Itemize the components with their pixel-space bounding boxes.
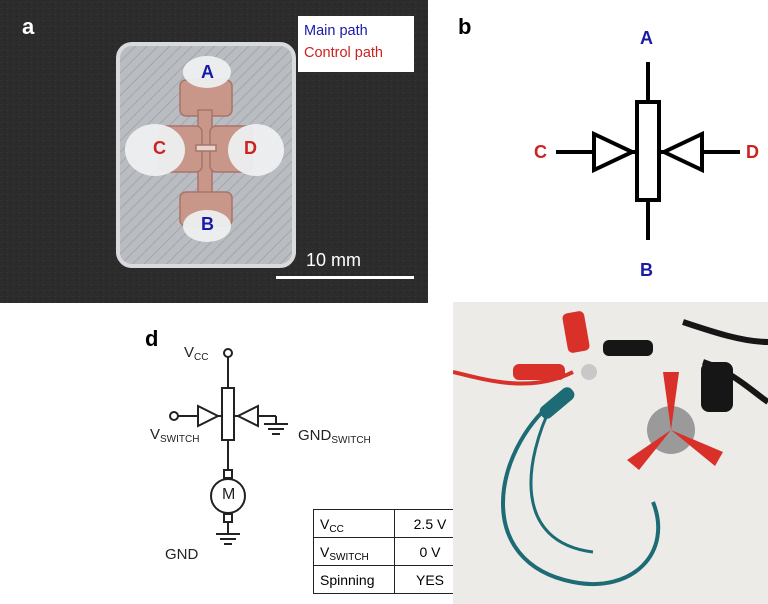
vcc-label: VCC (184, 344, 209, 363)
gndswitch-main: GND (298, 427, 332, 444)
motor-circuit (169, 348, 288, 545)
table-row: VCC 2.5 V (313, 509, 466, 538)
table-row: Spinning YES (313, 565, 466, 594)
table-key: VSWITCH (313, 537, 395, 566)
table-key: Spinning (313, 565, 395, 594)
scale-bar-label: 10 mm (306, 250, 362, 270)
state-table: VCC 2.5 V VSWITCH 0 V Spinning YES (313, 509, 466, 594)
vswitch-label: VSWITCH (150, 426, 200, 445)
motor-label: M (222, 486, 236, 503)
panel-label-d: d (145, 326, 159, 351)
table-row: VSWITCH 0 V (313, 537, 466, 566)
symbol-terminal-d: D (746, 142, 759, 162)
legend-main-path: Main path (304, 23, 368, 39)
symbol-terminal-b: B (640, 260, 653, 280)
gndswitch-label: GNDSWITCH (298, 427, 371, 446)
key-sub: SWITCH (329, 551, 369, 563)
key-main: V (320, 515, 330, 532)
legend: Main path Control path (298, 16, 414, 72)
symbol-terminal-a: A (640, 28, 653, 48)
photo-terminal-d: D (244, 138, 257, 158)
key-main: V (320, 543, 330, 560)
table-key: VCC (313, 509, 395, 538)
vcc-main: V (184, 344, 195, 361)
symbol-terminal-c: C (534, 142, 547, 162)
motor-setup-photo (453, 302, 768, 604)
vswitch-sub: SWITCH (160, 434, 200, 445)
key-sub: CC (329, 523, 344, 535)
panel-label-b: b (458, 14, 472, 39)
transistor-symbol (556, 62, 740, 240)
key-main: Spinning (320, 571, 375, 588)
legend-control-path: Control path (304, 45, 383, 61)
gnd-label: GND (165, 546, 199, 563)
vswitch-main: V (150, 426, 161, 443)
photo-terminal-b: B (201, 214, 214, 234)
gndswitch-sub: SWITCH (331, 435, 371, 446)
photo-terminal-a: A (201, 62, 214, 82)
photo-terminal-c: C (153, 138, 166, 158)
vcc-sub: CC (194, 352, 209, 363)
panel-label-a: a (22, 14, 35, 39)
